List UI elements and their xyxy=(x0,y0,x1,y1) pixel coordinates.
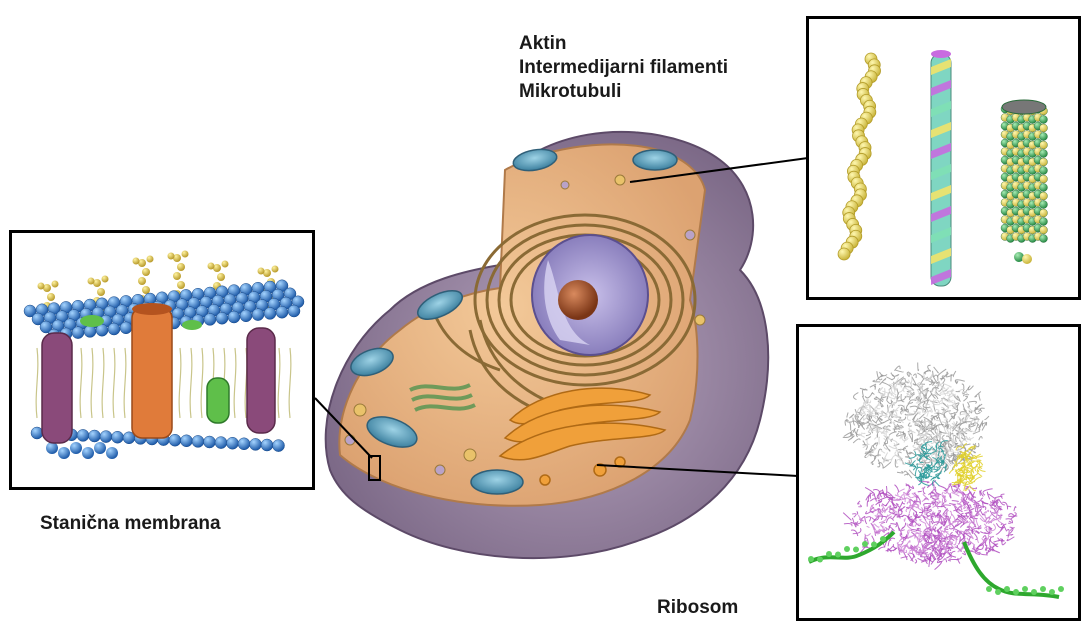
label-actin: Aktin xyxy=(519,32,728,56)
membrane-illustration xyxy=(12,233,312,487)
cytoskeleton-labels: Aktin Intermedijarni filamenti Mikrotubu… xyxy=(519,32,728,104)
ribosome-panel xyxy=(796,324,1081,621)
cytoskeleton-illustration xyxy=(809,19,1078,297)
membrane-panel xyxy=(9,230,315,490)
microtubule xyxy=(1001,100,1048,264)
nucleolus xyxy=(558,280,598,320)
label-intermediate-filaments: Intermedijarni filamenti xyxy=(519,56,728,80)
label-microtubules: Mikrotubuli xyxy=(519,80,728,104)
intermediate-filament xyxy=(931,50,951,286)
smooth-er xyxy=(410,385,475,410)
label-ribosome: Ribosom xyxy=(657,596,738,620)
actin-filament xyxy=(838,53,880,260)
actin-bead xyxy=(838,248,850,260)
cytoskeleton-panel xyxy=(806,16,1081,300)
ribosome-illustration xyxy=(799,327,1078,618)
ribosome-structure xyxy=(843,363,1017,570)
label-cell-membrane: Stanična membrana xyxy=(40,512,221,536)
